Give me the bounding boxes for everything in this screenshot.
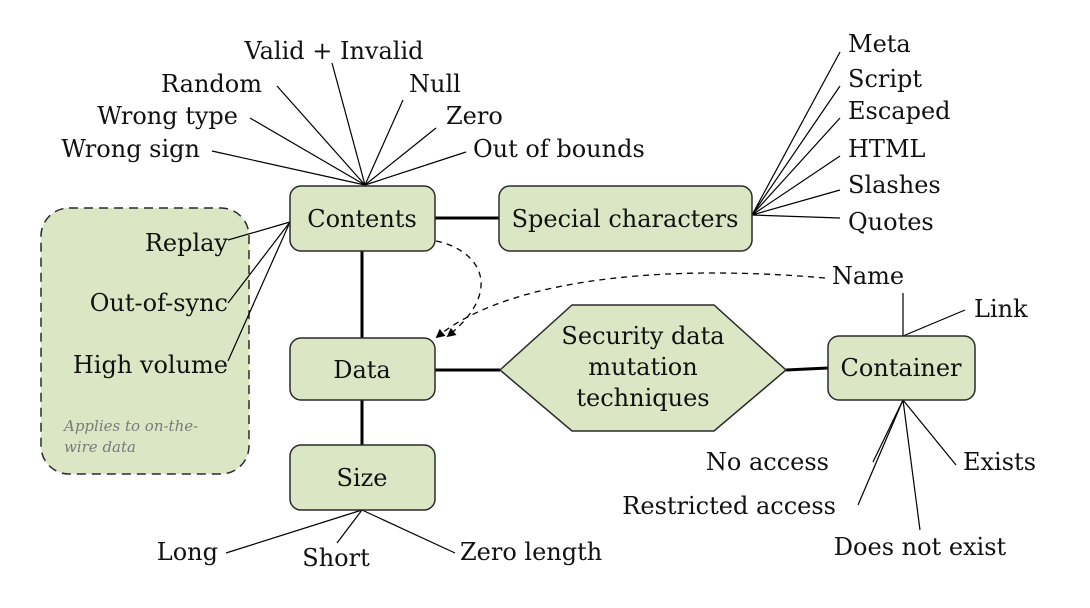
replay-label: Replay — [145, 229, 229, 257]
contents-node: Contents — [289, 185, 436, 252]
random-label: Random — [161, 70, 262, 98]
quotes-label: Quotes — [848, 208, 934, 236]
size-node: Size — [289, 444, 436, 511]
link-label: Link — [974, 295, 1028, 323]
escaped-label: Escaped — [848, 97, 951, 125]
special-characters-node-label: Special characters — [512, 205, 739, 233]
container-node: Container — [827, 335, 976, 401]
wire-leaf-lines — [227, 221, 291, 362]
no-access-label: No access — [706, 448, 829, 476]
meta-label: Meta — [848, 30, 911, 58]
size-leaf-lines — [225, 509, 456, 554]
does-not-exist-label: Does not exist — [834, 533, 1007, 561]
center-label-line2: mutation — [588, 353, 697, 381]
dashed-arrow-name-to-data — [435, 272, 826, 339]
data-node-label: Data — [333, 356, 391, 384]
zero-label: Zero — [446, 102, 503, 130]
data-node: Data — [289, 337, 436, 401]
slashes-label: Slashes — [848, 171, 941, 199]
container-leaf-lines — [857, 293, 966, 531]
special-leaf-lines — [751, 51, 841, 219]
out-of-sync-label: Out-of-sync — [90, 289, 228, 317]
wrong-sign-label: Wrong sign — [61, 135, 200, 163]
security-mutation-center-node: Security data mutation techniques — [498, 304, 788, 432]
group-note-line2: wire data — [64, 438, 136, 456]
edge-center-container — [785, 366, 829, 372]
center-label-line1: Security data — [561, 322, 724, 350]
special-characters-node: Special characters — [498, 185, 753, 252]
valid-invalid-label: Valid + Invalid — [243, 37, 423, 65]
high-volume-label: High volume — [73, 351, 228, 379]
on-the-wire-group — [40, 207, 250, 475]
contents-node-label: Contents — [307, 205, 417, 233]
restricted-access-label: Restricted access — [622, 492, 836, 520]
script-label: Script — [848, 65, 922, 93]
wrong-type-label: Wrong type — [97, 102, 238, 130]
short-label: Short — [302, 544, 370, 572]
zero-length-label: Zero length — [460, 538, 602, 566]
dashed-arrow-contents-to-data — [435, 240, 482, 338]
long-label: Long — [157, 538, 218, 566]
html-label: HTML — [848, 135, 926, 163]
out-of-bounds-label: Out of bounds — [473, 135, 645, 163]
null-label: Null — [409, 70, 461, 98]
container-node-label: Container — [840, 354, 962, 382]
center-label-line3: techniques — [576, 384, 709, 412]
contents-leaf-lines — [211, 62, 467, 186]
name-label: Name — [832, 262, 904, 290]
exists-label: Exists — [963, 448, 1036, 476]
size-node-label: Size — [337, 464, 388, 492]
group-note-line1: Applies to on-the- — [62, 417, 198, 435]
